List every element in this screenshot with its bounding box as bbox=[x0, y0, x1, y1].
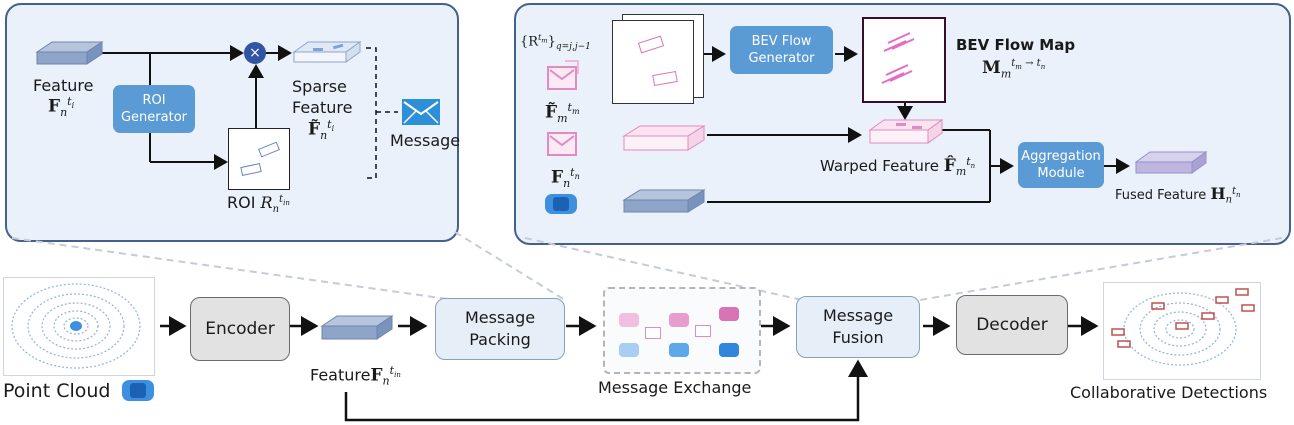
ego-car-icon bbox=[545, 194, 577, 214]
bev-flow-generator-box: BEV Flow Generator bbox=[730, 26, 833, 74]
message-exchange-panel bbox=[603, 287, 761, 374]
sparse-label-line2: Feature bbox=[292, 98, 353, 117]
multiply-node: × bbox=[244, 42, 266, 64]
flow-arrows-icon bbox=[881, 32, 915, 84]
aggregation-module-box: Aggregation Module bbox=[1018, 142, 1104, 188]
feature-symbol: Fnti bbox=[48, 95, 75, 120]
collaborative-detections-image bbox=[1103, 282, 1261, 380]
pink-envelope-small-1 bbox=[645, 327, 661, 339]
bottom-feature-label: FeatureFntin bbox=[310, 364, 401, 388]
pink-envelope-small-2 bbox=[695, 325, 711, 337]
collaborative-detections-label: Collaborative Detections bbox=[1070, 383, 1268, 402]
blue-car-icon-3 bbox=[719, 343, 739, 357]
pink-envelope-icon-1 bbox=[547, 66, 577, 90]
roi-generator-box: ROI Generator bbox=[113, 85, 195, 133]
message-label: Message bbox=[390, 131, 461, 150]
zoom-guide-left-2 bbox=[454, 231, 566, 301]
pink-car-icon-3 bbox=[719, 307, 739, 321]
point-cloud-label: Point Cloud bbox=[3, 380, 111, 402]
warped-input-symbol: F̃mtm bbox=[545, 101, 580, 126]
warped-feature-label: Warped Feature F̂mtn bbox=[820, 155, 976, 178]
blue-car-icon-2 bbox=[669, 343, 689, 357]
point-cloud-image bbox=[3, 277, 155, 376]
zoom-guide-left-1 bbox=[11, 237, 456, 301]
sparse-feature-symbol: F̃nti bbox=[308, 118, 335, 143]
zoom-guide-right-2 bbox=[919, 237, 1283, 301]
pink-car-icon-1 bbox=[619, 313, 639, 327]
roi-set-label: {Rtm}q=j,j−1 bbox=[520, 33, 591, 52]
ego-feature-symbol: Fntn bbox=[551, 166, 580, 191]
message-exchange-label: Message Exchange bbox=[598, 378, 752, 397]
encoder-box: Encoder bbox=[190, 297, 290, 361]
roi-map bbox=[228, 128, 290, 190]
envelope-icon bbox=[402, 99, 440, 125]
fused-feature-label: Fused Feature Hntn bbox=[1115, 184, 1241, 206]
bev-flow-map bbox=[862, 17, 946, 103]
pink-envelope-icon-2 bbox=[547, 132, 577, 156]
pink-envelope-shadow bbox=[565, 60, 579, 74]
decoder-box: Decoder bbox=[956, 295, 1068, 355]
pink-car-icon-2 bbox=[669, 313, 689, 327]
roi-frame-front bbox=[612, 20, 694, 104]
ego-car-icon-bottom bbox=[122, 380, 154, 401]
blue-car-icon-1 bbox=[619, 343, 639, 357]
feature-label: Feature bbox=[33, 76, 94, 95]
sparse-label-line1: Sparse bbox=[292, 77, 347, 96]
roi-label: ROI Rntin bbox=[227, 193, 290, 216]
message-packing-box: Message Packing bbox=[435, 298, 565, 360]
bev-flow-map-title: BEV Flow Map bbox=[956, 36, 1076, 54]
bev-flow-map-symbol: Mmtm → tn bbox=[982, 58, 1046, 81]
message-fusion-box: Message Fusion bbox=[796, 296, 920, 358]
